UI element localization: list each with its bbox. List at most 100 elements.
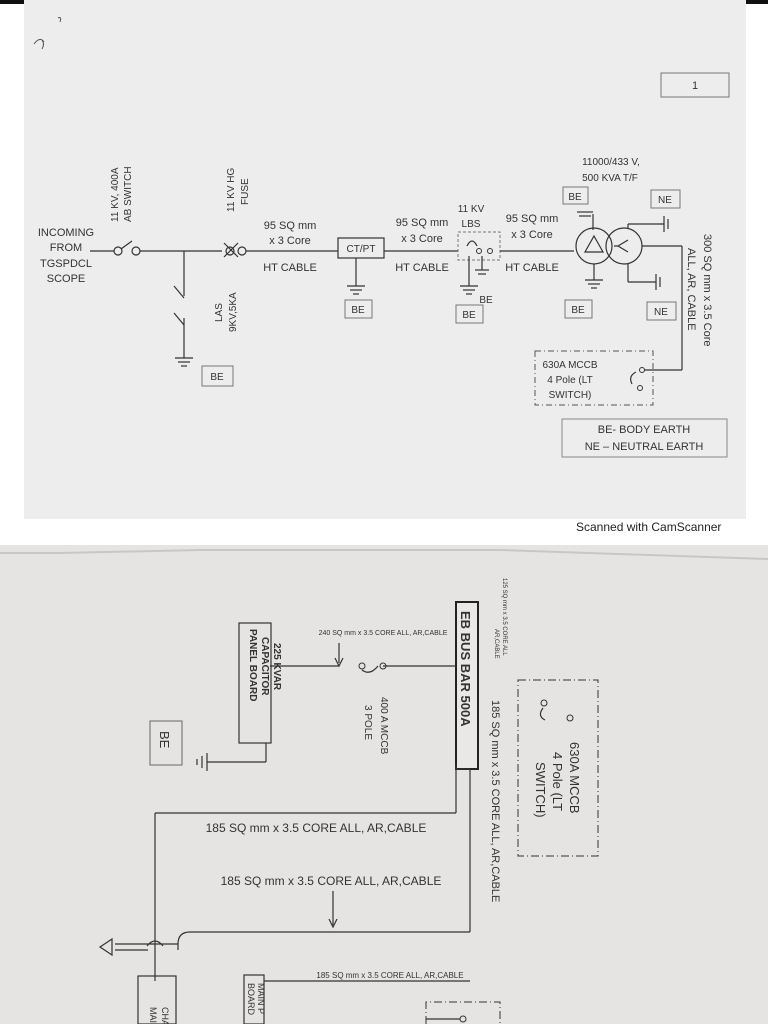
cap-mccb-contact bbox=[379, 662, 387, 670]
las-gap bbox=[173, 312, 185, 326]
be-box bbox=[562, 186, 589, 205]
be-label: BE bbox=[568, 192, 582, 203]
las-label-1: LAS bbox=[214, 303, 225, 322]
las-label-2: 9KV,5KA bbox=[228, 292, 239, 332]
ht-cable-label: HT CABLE bbox=[505, 262, 559, 274]
mccb2-label-1: 630A MCCB bbox=[567, 742, 582, 814]
bus-bar-label: EB BUS BAR 500A bbox=[458, 611, 473, 727]
cha-main-label-1: CHA bbox=[160, 1007, 170, 1024]
mccb2-contact bbox=[566, 714, 574, 722]
sheet-1-diagram: 1 INCOMING FROM TGSPDCL SCOPE 11 KV, 400… bbox=[33, 17, 730, 458]
be-label: BE bbox=[571, 305, 585, 316]
ht-cable-label: HT CABLE bbox=[263, 262, 317, 274]
ab-switch-contact bbox=[131, 246, 141, 256]
main-panel-label-2: BOARD bbox=[246, 983, 256, 1016]
be-label: BE bbox=[157, 731, 172, 749]
cable3-label-2: x 3 Core bbox=[511, 229, 553, 241]
mccb2-label-2: 4 Pole (LT bbox=[550, 752, 565, 811]
cable1-label-1: 95 SQ mm bbox=[264, 220, 317, 232]
be-label: BE bbox=[351, 305, 365, 316]
ctpt-label: CT/PT bbox=[347, 244, 376, 255]
be-label: BE bbox=[462, 310, 476, 321]
lbs-contact bbox=[476, 248, 482, 254]
mccb-box bbox=[534, 350, 654, 406]
main-panel-label-1: MAIN P bbox=[256, 983, 266, 1014]
feeder-bend bbox=[177, 931, 191, 950]
vertical-cable-label: 185 SQ mm x 3.5 CORE ALL, AR,CABLE bbox=[489, 700, 501, 902]
mccb-label-3: SWITCH) bbox=[549, 390, 592, 401]
mccb2-label-3: SWITCH) bbox=[533, 762, 548, 818]
capacitor-label-1: 225 KVAR bbox=[271, 643, 282, 691]
sheet-2: EB BUS BAR 500A 125 SQ mm x 3.5 CORE ALL… bbox=[0, 545, 768, 1029]
be-box bbox=[201, 365, 234, 387]
mccb-contact bbox=[639, 367, 645, 373]
arrow-down-icon bbox=[334, 657, 344, 668]
be-box bbox=[564, 299, 593, 319]
mccb-arc bbox=[630, 371, 637, 385]
ab-switch-blade bbox=[120, 240, 133, 250]
hg-fuse-blade bbox=[223, 242, 239, 258]
legend-be: BE- BODY EARTH bbox=[598, 424, 691, 436]
contact bbox=[459, 1015, 467, 1023]
capacitor-box bbox=[238, 622, 272, 744]
cable-b-label: 185 SQ mm x 3.5 CORE ALL, AR,CABLE bbox=[221, 874, 442, 888]
outgoing-arrow-icon bbox=[98, 937, 113, 957]
ne-box bbox=[650, 189, 681, 209]
mccb2-contact bbox=[540, 699, 548, 707]
capacitor-label-3: PANEL BOARD bbox=[247, 629, 258, 701]
legend-ne: NE – NEUTRAL EARTH bbox=[585, 441, 704, 453]
ne-label: NE bbox=[658, 195, 672, 206]
lt-cable-label-1: 300 SQ mm x 3.5 Core bbox=[701, 234, 713, 347]
legend-box bbox=[561, 418, 728, 458]
sheet-1: 1 INCOMING FROM TGSPDCL SCOPE 11 KV, 400… bbox=[24, 0, 746, 519]
transformer-label-1: 11000/433 V, bbox=[582, 157, 640, 168]
bus-cable-top-1: 125 SQ mm x 3.5 CORE ALL bbox=[501, 578, 507, 656]
lbs-label-1: 11 KV bbox=[458, 204, 485, 215]
be-box bbox=[455, 304, 484, 324]
lbs-contact bbox=[487, 248, 493, 254]
cable2-label-2: x 3 Core bbox=[401, 233, 443, 245]
lbs-box bbox=[457, 231, 501, 261]
hg-fuse-label-1: 11 KV HG bbox=[226, 168, 237, 212]
hg-fuse-contact bbox=[225, 246, 235, 256]
cable-a-label: 185 SQ mm x 3.5 CORE ALL, AR,CABLE bbox=[206, 821, 427, 835]
incoming-label-3: TGSPDCL bbox=[40, 258, 92, 270]
mccb-contact bbox=[637, 385, 643, 391]
las-gap bbox=[173, 285, 185, 299]
page-number-box bbox=[660, 72, 730, 98]
page-edge bbox=[0, 549, 768, 560]
cable3-label-1: 95 SQ mm bbox=[506, 213, 559, 225]
hg-fuse-contact bbox=[237, 246, 247, 256]
incoming-label-2: FROM bbox=[50, 242, 82, 254]
dashed-box-partial bbox=[425, 1001, 501, 1024]
hg-fuse-label-2: FUSE bbox=[240, 178, 251, 205]
mccb2-arc bbox=[539, 707, 546, 721]
incoming-label-4: SCOPE bbox=[47, 273, 86, 285]
ne-label: NE bbox=[654, 307, 668, 318]
cap-mccb-arc bbox=[361, 665, 379, 673]
scanner-watermark: Scanned with CamScanner bbox=[576, 520, 722, 534]
be-box bbox=[149, 720, 183, 766]
page-number: 1 bbox=[692, 80, 698, 92]
cable-c-label: 185 SQ mm x 3.5 CORE ALL, AR,CABLE bbox=[316, 971, 463, 980]
sheet-2-diagram: EB BUS BAR 500A 125 SQ mm x 3.5 CORE ALL… bbox=[0, 549, 768, 1029]
be-label: BE bbox=[210, 372, 224, 383]
ctpt-box bbox=[337, 237, 385, 259]
be-label: BE bbox=[479, 295, 493, 306]
pen-mark bbox=[33, 17, 62, 50]
lbs-label-2: LBS bbox=[462, 219, 481, 230]
cap-mccb-label-2: 3 POLE bbox=[362, 705, 373, 740]
cap-cable-label: 240 SQ mm x 3.5 CORE ALL, AR,CABLE bbox=[319, 630, 448, 637]
lbs-switch-arc bbox=[466, 240, 478, 247]
arrow-down-icon bbox=[328, 918, 338, 929]
cable2-label-1: 95 SQ mm bbox=[396, 217, 449, 229]
mccb-label-2: 4 Pole (LT bbox=[547, 375, 592, 386]
cap-mccb-label-1: 400 A MCCB bbox=[378, 697, 389, 755]
ab-switch-label-1: 11 KV, 400A bbox=[110, 167, 121, 222]
transformer-label-2: 500 KVA T/F bbox=[582, 173, 638, 184]
ab-switch-contact bbox=[113, 246, 123, 256]
be-box bbox=[344, 299, 373, 319]
delta-winding-icon bbox=[583, 234, 605, 253]
star-winding-icon bbox=[614, 239, 629, 253]
ht-cable-label: HT CABLE bbox=[395, 262, 449, 274]
